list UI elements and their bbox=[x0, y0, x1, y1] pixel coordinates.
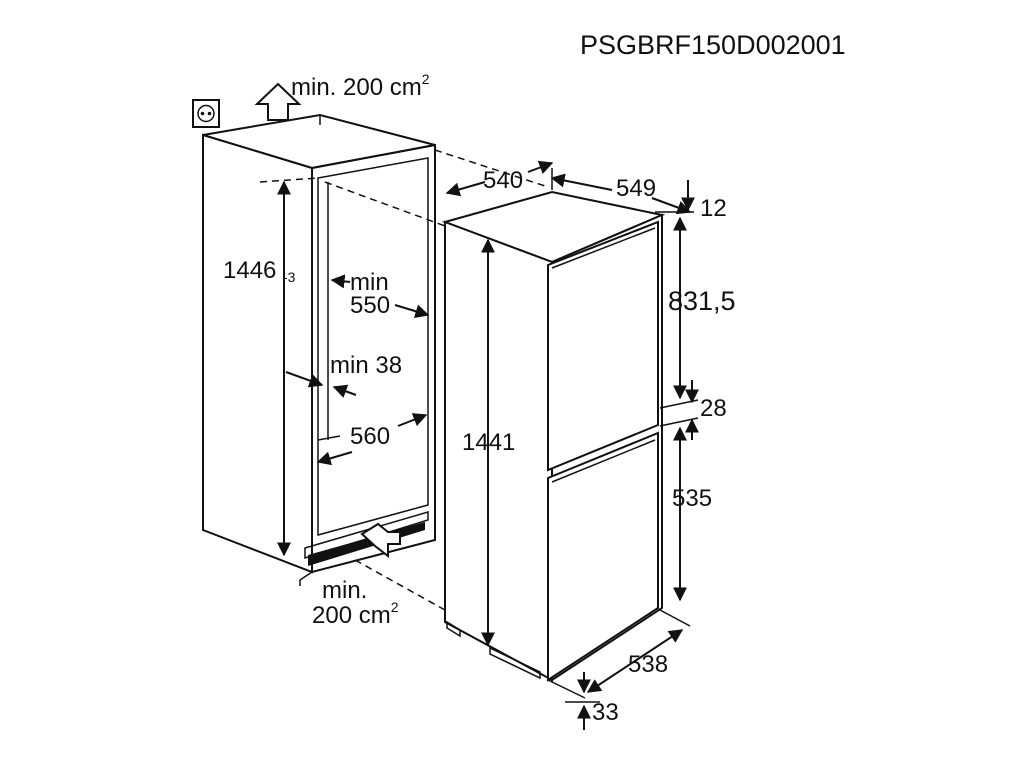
airflow-up-arrow-icon bbox=[254, 82, 302, 121]
niche-cabinet bbox=[202, 113, 436, 586]
bottom-gap-label: 33 bbox=[592, 699, 619, 726]
appliance-top-gap-label: 12 bbox=[700, 195, 727, 222]
airflow-in-arrow-icon bbox=[360, 522, 401, 559]
niche-min-depth-label-2: 550 bbox=[350, 292, 390, 319]
upper-door-height-label: 831,5 bbox=[668, 286, 736, 316]
door-gap-label: 28 bbox=[700, 395, 727, 422]
power-socket-icon bbox=[192, 99, 220, 128]
niche-height-label: 1446 bbox=[223, 257, 276, 284]
appliance-body bbox=[441, 190, 666, 682]
niche-width-label: 560 bbox=[350, 423, 390, 450]
niche-min-depth-label-1: min bbox=[350, 269, 389, 296]
appliance-width-label: 540 bbox=[483, 167, 523, 194]
appliance-height-label: 1441 bbox=[462, 429, 515, 456]
ventilation-bottom-label: min. bbox=[322, 577, 367, 604]
niche-min-wall-label: min 38 bbox=[330, 352, 402, 379]
document-code: PSGBRF150D002001 bbox=[580, 30, 846, 60]
ventilation-bottom-label-2: 200 cm2 bbox=[312, 599, 399, 629]
niche-height-tolerance: -3 bbox=[283, 269, 296, 285]
door-width-label: 538 bbox=[628, 651, 668, 678]
appliance-depth-label: 549 bbox=[616, 175, 656, 202]
ventilation-top-label: min. 200 cm2 bbox=[291, 71, 430, 101]
lower-door-height-label: 535 bbox=[672, 485, 712, 512]
